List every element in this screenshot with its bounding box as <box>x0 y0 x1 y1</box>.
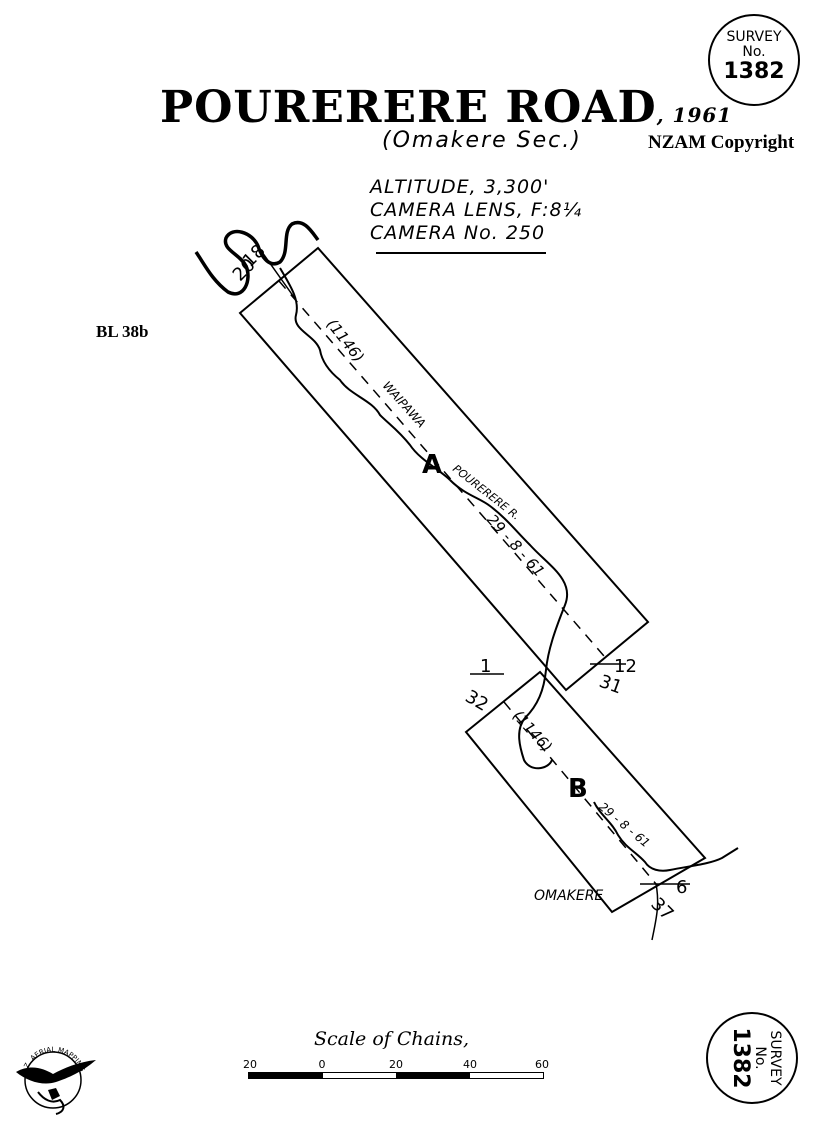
run-b-strip-boundary <box>464 670 707 914</box>
omakere-place-label: OMAKERE <box>534 888 603 904</box>
scale-tick-label: 40 <box>463 1058 477 1071</box>
run-a-strip-boundary <box>238 246 650 692</box>
scale-bar <box>248 1072 544 1079</box>
waipawa-river <box>194 220 320 296</box>
scale-tick-label: 0 <box>318 1058 326 1071</box>
run-a-altitude-label: (1146) <box>323 315 368 365</box>
copyright-notice: NZAM Copyright <box>648 132 795 153</box>
run-b-label: B <box>568 774 588 804</box>
spec-camera: CAMERA No. 250 <box>370 222 546 244</box>
spec-altitude: ALTITUDE, 3,300' <box>370 176 550 198</box>
scale-tick-label: 20 <box>389 1058 403 1071</box>
run-a-end-top-label: 12 <box>614 656 637 677</box>
pourerere-river <box>449 479 568 770</box>
scale-tick-label: 20 <box>243 1058 257 1071</box>
run-b-altitude-label: (1146) <box>509 707 556 756</box>
sheet-reference: BL 38b <box>96 322 149 341</box>
survey-badge-top: SURVEY No. 1382 <box>708 14 800 106</box>
run-b-start-bottom-label: 32 <box>462 686 492 716</box>
scale-segment <box>396 1073 470 1078</box>
scale-segment <box>249 1073 323 1078</box>
run-b-end-top-label: 6 <box>676 877 687 898</box>
pourerere-label: POURERERE R. <box>450 462 522 523</box>
spec-lens: CAMERA LENS, F:8¼ <box>370 199 583 221</box>
run-b-flight-line <box>503 701 657 885</box>
waipawa-river-course <box>279 267 451 481</box>
nz-aerial-mapping-logo: N.Z. AERIAL MAPPING LTD. <box>8 1030 96 1115</box>
map-subtitle: (Omakere Sec.) <box>382 128 582 153</box>
flight-specs: ALTITUDE, 3,300' CAMERA LENS, F:8¼ CAMER… <box>370 176 582 245</box>
map-title: POURERERE ROAD, 1961 <box>160 82 732 133</box>
specs-underline <box>376 252 546 254</box>
scale-title: Scale of Chains, <box>314 1028 470 1050</box>
map-title-year: , 1961 <box>656 103 733 127</box>
scale-segment <box>469 1073 543 1078</box>
run-a-label: A <box>422 450 442 480</box>
scale-tick-label: 60 <box>535 1058 549 1071</box>
run-b-start-top-label: 1 <box>480 656 491 677</box>
map-title-text: POURERERE ROAD <box>160 82 657 133</box>
run-b-end-bottom-label: 37 <box>646 894 677 925</box>
lower-river-course <box>593 801 739 872</box>
outlet-stream <box>651 883 659 941</box>
badge-number: 1382 <box>723 59 785 84</box>
badge-survey-label: SURVEY <box>726 29 782 45</box>
scale-segment <box>322 1073 396 1078</box>
badge-no-label: No. <box>742 44 766 60</box>
